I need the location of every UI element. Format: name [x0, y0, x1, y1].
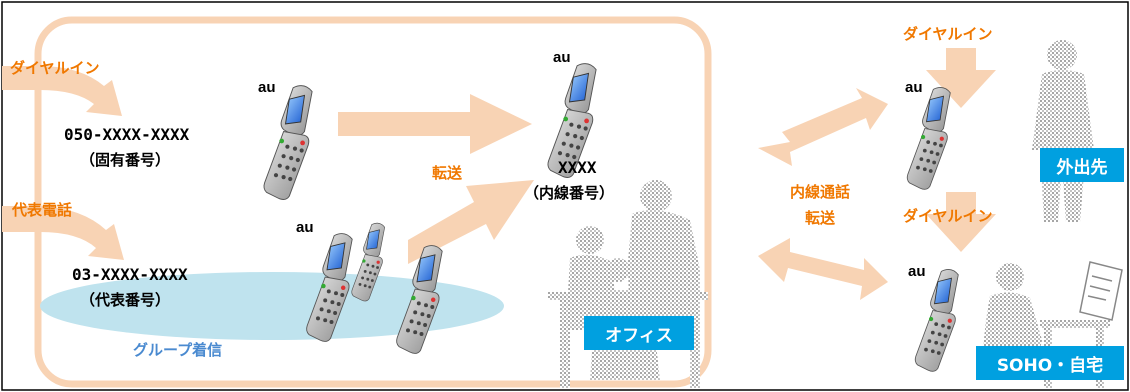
flip-phone-icon [263, 85, 313, 200]
au-label-soho: au [908, 263, 926, 280]
dialin-number-note: （固有番号） [80, 151, 171, 169]
main-number: 03-XXXX-XXXX [72, 265, 188, 284]
person-silhouette-icon [1032, 40, 1094, 222]
dialin-label-outside: ダイヤルイン [903, 25, 993, 43]
au-label: au [258, 79, 276, 96]
soho-label: SOHO・自宅 [976, 346, 1124, 380]
forward-label: 転送 [432, 164, 463, 182]
dialin-label: ダイヤルイン [10, 59, 100, 77]
flip-phone-icon [914, 269, 959, 372]
au-label-outside: au [905, 79, 923, 96]
extension-call-label: 内線通話 [789, 183, 850, 201]
main-line-label: 代表電話 [12, 201, 73, 219]
transfer-label: 転送 [804, 209, 835, 227]
dialin-label-soho: ダイヤルイン [903, 207, 993, 225]
office-label: オフィス [584, 316, 694, 350]
office-people-icon [548, 180, 708, 388]
outside-label: 外出先 [1040, 148, 1124, 182]
extension-number: XXXX [558, 158, 597, 177]
group-ring-label: グループ着信 [133, 341, 223, 359]
flip-phone-icon [906, 87, 951, 190]
extension-note: （内線番号） [524, 184, 615, 202]
au-label: au [296, 219, 314, 236]
dialin-number: 050-XXXX-XXXX [64, 125, 190, 144]
au-label: au [553, 49, 571, 66]
main-number-note: （代表番号） [80, 291, 171, 309]
